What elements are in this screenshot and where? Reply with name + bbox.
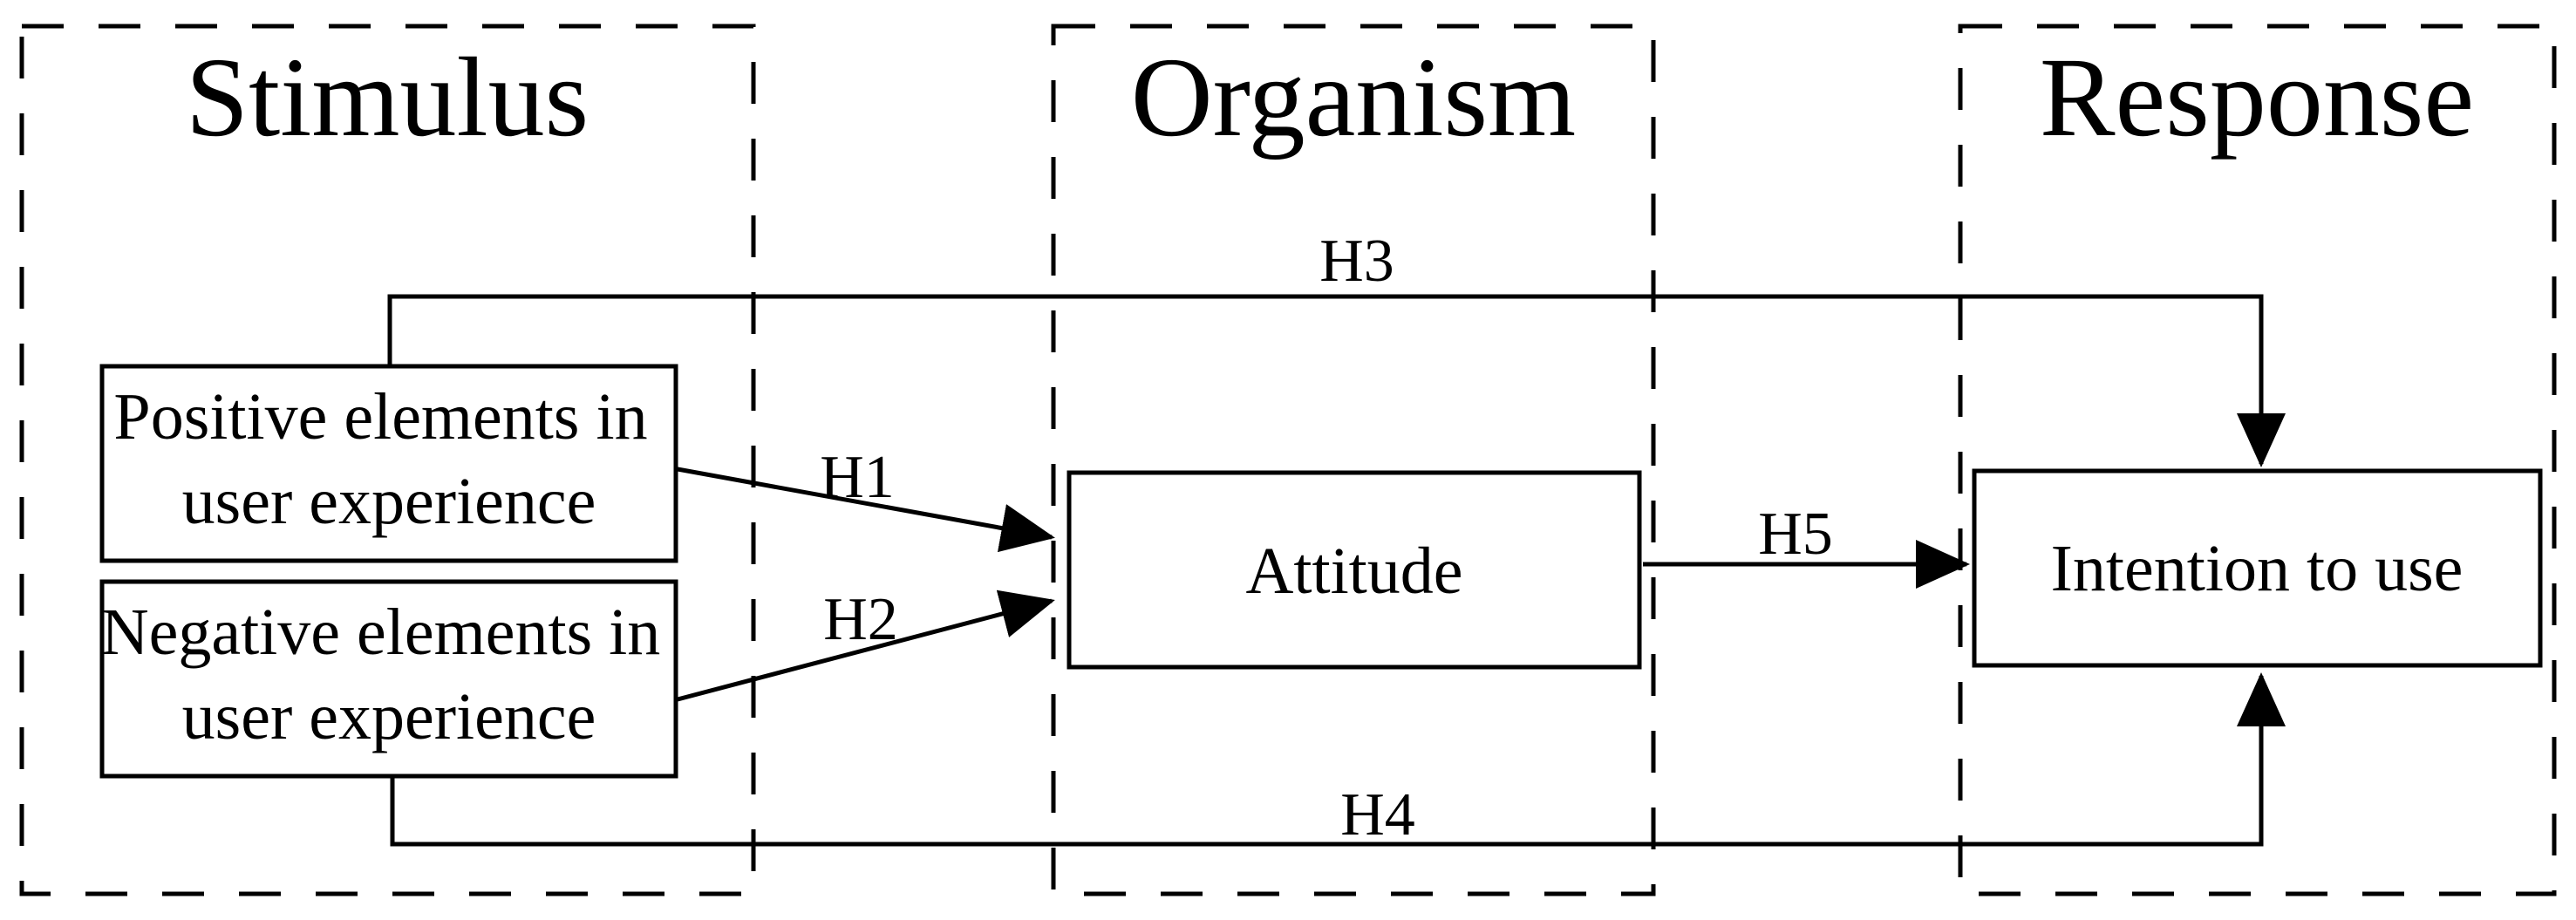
positive-elements-node-box (99, 364, 678, 563)
h1-label: H1 (820, 444, 895, 511)
h4-connector-arrow (390, 672, 2286, 847)
positive-elements-label-line1: Positive elements in (113, 380, 647, 453)
h3-label: H3 (1319, 228, 1394, 295)
attitude-node-label: Attitude (1245, 535, 1462, 608)
h3-connector-arrow (387, 294, 2286, 467)
h2-label: H2 (823, 586, 898, 653)
response-panel-box (1958, 24, 2557, 896)
stimulus-panel-title: Stimulus (186, 35, 589, 160)
intention-to-use-node-box (1972, 468, 2543, 668)
h4-label: H4 (1340, 781, 1415, 848)
h2-connector-arrow (677, 589, 1055, 702)
stimulus-panel-box (19, 24, 756, 896)
response-panel-title: Response (2040, 35, 2474, 160)
negative-elements-label-line1: Negative elements in (101, 596, 661, 669)
organism-panel-title: Organism (1131, 35, 1576, 160)
h5-label: H5 (1758, 501, 1833, 568)
negative-elements-node-label: Negative elements in user experience (101, 596, 678, 753)
positive-elements-label-line2: user experience (182, 465, 596, 538)
negative-elements-node-box (99, 579, 678, 779)
intention-to-use-node-label: Intention to use (2051, 532, 2464, 605)
negative-elements-label-line2: user experience (182, 680, 596, 753)
h1-connector-arrow (677, 467, 1055, 553)
organism-panel-box (1051, 24, 1656, 896)
attitude-node-box (1067, 470, 1642, 670)
positive-elements-node-label: Positive elements in user experience (113, 380, 664, 538)
